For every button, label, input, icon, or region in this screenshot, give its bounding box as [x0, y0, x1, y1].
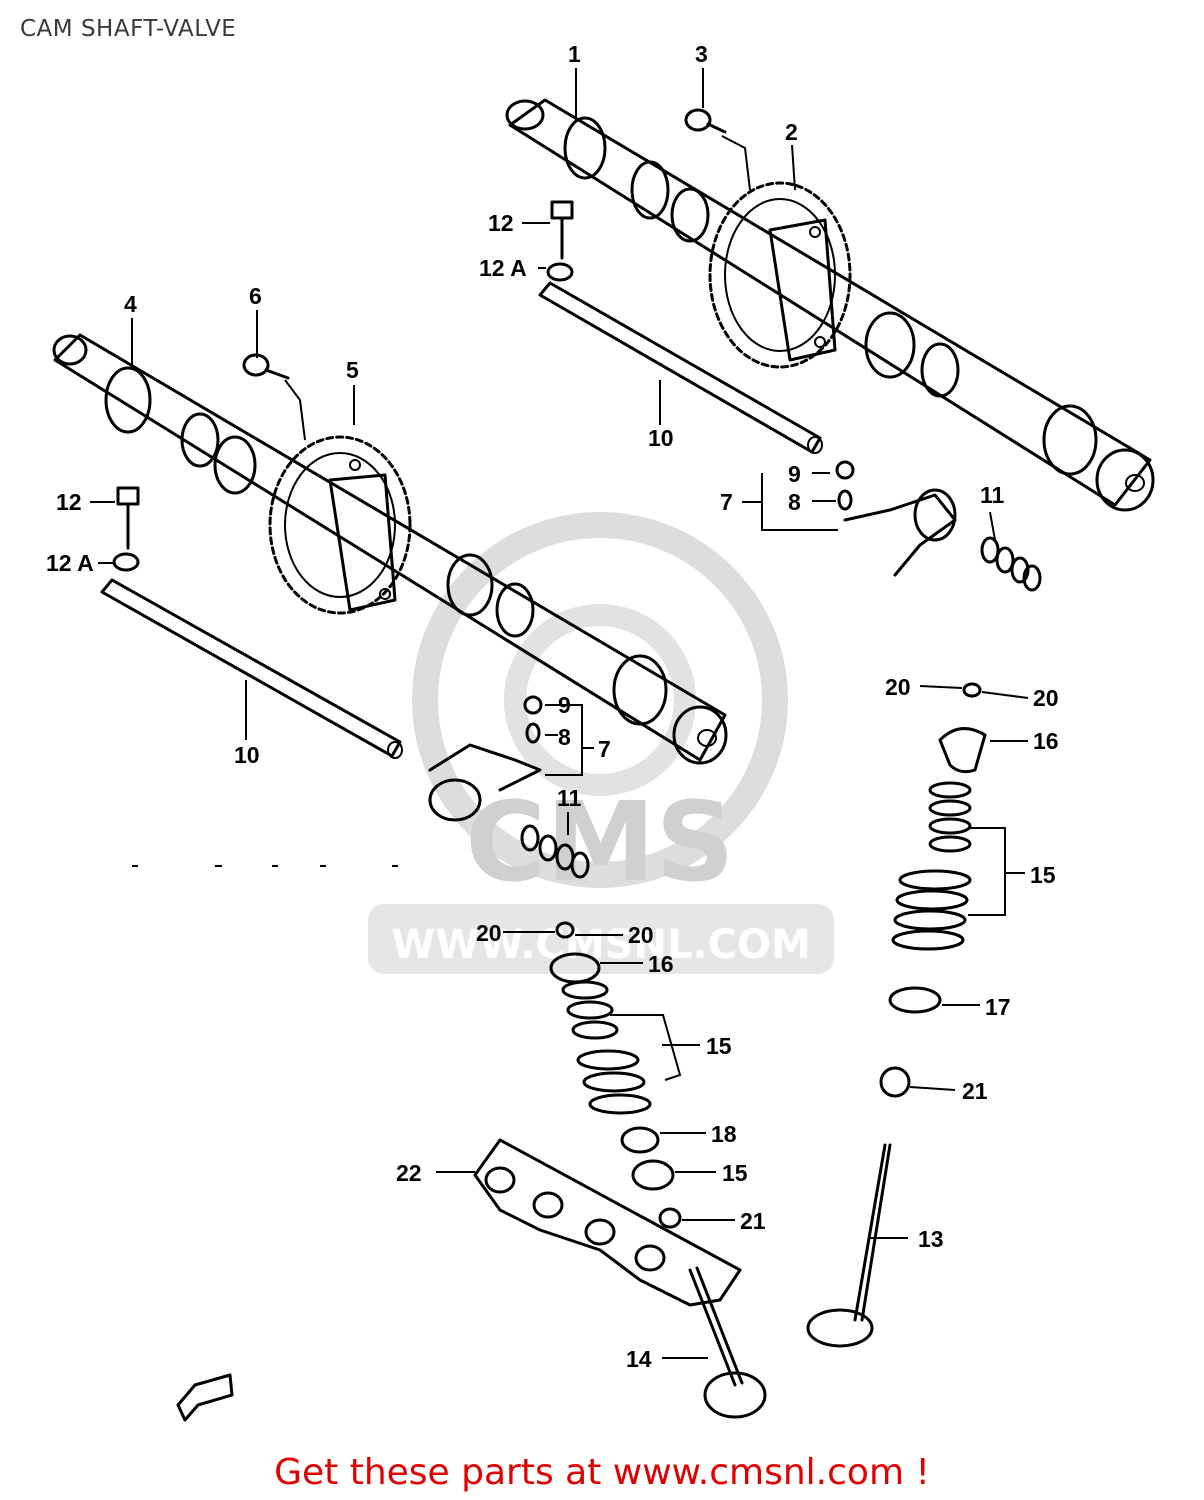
callout-15-right: 15 [1030, 862, 1056, 888]
callout-15-center: 15 [706, 1033, 732, 1059]
callout-17: 17 [985, 994, 1011, 1020]
watermark-logo-core [504, 604, 696, 796]
valve-stack-right [879, 682, 987, 1098]
callout-labels: 1 2 3 4 5 6 7 7 8 8 9 9 10 10 11 11 12 1… [46, 41, 1059, 1372]
watermark-url: WWW.CMSNL.COM [391, 922, 811, 968]
cam-sprocket-upper [708, 181, 852, 369]
callout-21-right: 21 [962, 1078, 988, 1104]
callout-20-right-left: 20 [885, 674, 911, 700]
page-title: CAM SHAFT-VALVE [20, 16, 237, 42]
callout-16-center: 16 [648, 951, 674, 977]
callout-8-lower: 8 [558, 724, 571, 750]
callout-5: 5 [346, 357, 359, 383]
rocker-spring-lower [520, 824, 590, 879]
callout-11-lower: 11 [557, 785, 582, 811]
valve-spring-center [561, 980, 652, 1115]
cam-sprocket-lower [268, 435, 412, 615]
callout-16-right: 16 [1033, 728, 1059, 754]
front-arrow-icon [176, 1373, 234, 1422]
bolt-12-lower [112, 486, 140, 572]
callout-3: 3 [695, 41, 708, 67]
camshaft-lower [52, 333, 728, 765]
callout-6: 6 [249, 283, 262, 309]
callout-20-right-right: 20 [1033, 685, 1059, 711]
rocker-arm-lower [428, 695, 543, 822]
bolt-6 [242, 353, 290, 380]
callout-22: 22 [396, 1160, 422, 1186]
valve-14 [688, 1266, 767, 1419]
callout-2: 2 [785, 119, 798, 145]
rocker-shaft-upper [538, 281, 823, 454]
callout-7-upper: 7 [720, 489, 733, 515]
bolt-12-upper [546, 200, 574, 282]
valve-13 [806, 1143, 892, 1348]
rocker-spring-upper [980, 536, 1042, 592]
bolt-3 [684, 108, 727, 134]
watermark: CMS WWW.CMSNL.COM [368, 512, 834, 974]
callout-10-lower: 10 [234, 742, 260, 768]
callout-10-upper: 10 [648, 425, 674, 451]
callout-21-lower: 21 [740, 1208, 766, 1234]
callout-4: 4 [124, 291, 137, 317]
callout-15-lower: 15 [722, 1160, 748, 1186]
callout-11-upper: 11 [980, 482, 1005, 508]
callout-12a-upper: 12 A [479, 255, 527, 281]
rocker-arm-upper [835, 460, 957, 577]
callout-13: 13 [918, 1226, 944, 1252]
watermark-logo-ring [412, 512, 788, 888]
leader-lines [90, 68, 1029, 1359]
valve-stack-center [549, 921, 682, 1229]
callout-12-lower: 12 [56, 489, 82, 515]
callout-9-upper: 9 [788, 461, 801, 487]
callout-9-lower: 9 [558, 692, 571, 718]
callout-18: 18 [711, 1121, 737, 1147]
footer-link[interactable]: Get these parts at www.cmsnl.com ! [274, 1452, 930, 1493]
callout-7-lower: 7 [598, 736, 611, 762]
callout-20-center-left: 20 [476, 920, 502, 946]
watermark-url-band [368, 904, 834, 974]
valve-spring-right [891, 781, 972, 951]
callout-12a-lower: 12 A [46, 550, 94, 576]
callout-20-center-right: 20 [628, 922, 654, 948]
callout-12-upper: 12 [488, 210, 514, 236]
callout-1: 1 [568, 41, 581, 67]
callout-14: 14 [626, 1346, 652, 1372]
rocker-shaft-lower [100, 578, 403, 759]
camshaft-upper [505, 98, 1155, 512]
watermark-brand: CMS [465, 778, 734, 906]
callout-8-upper: 8 [788, 489, 801, 515]
gasket-22 [473, 1138, 742, 1307]
